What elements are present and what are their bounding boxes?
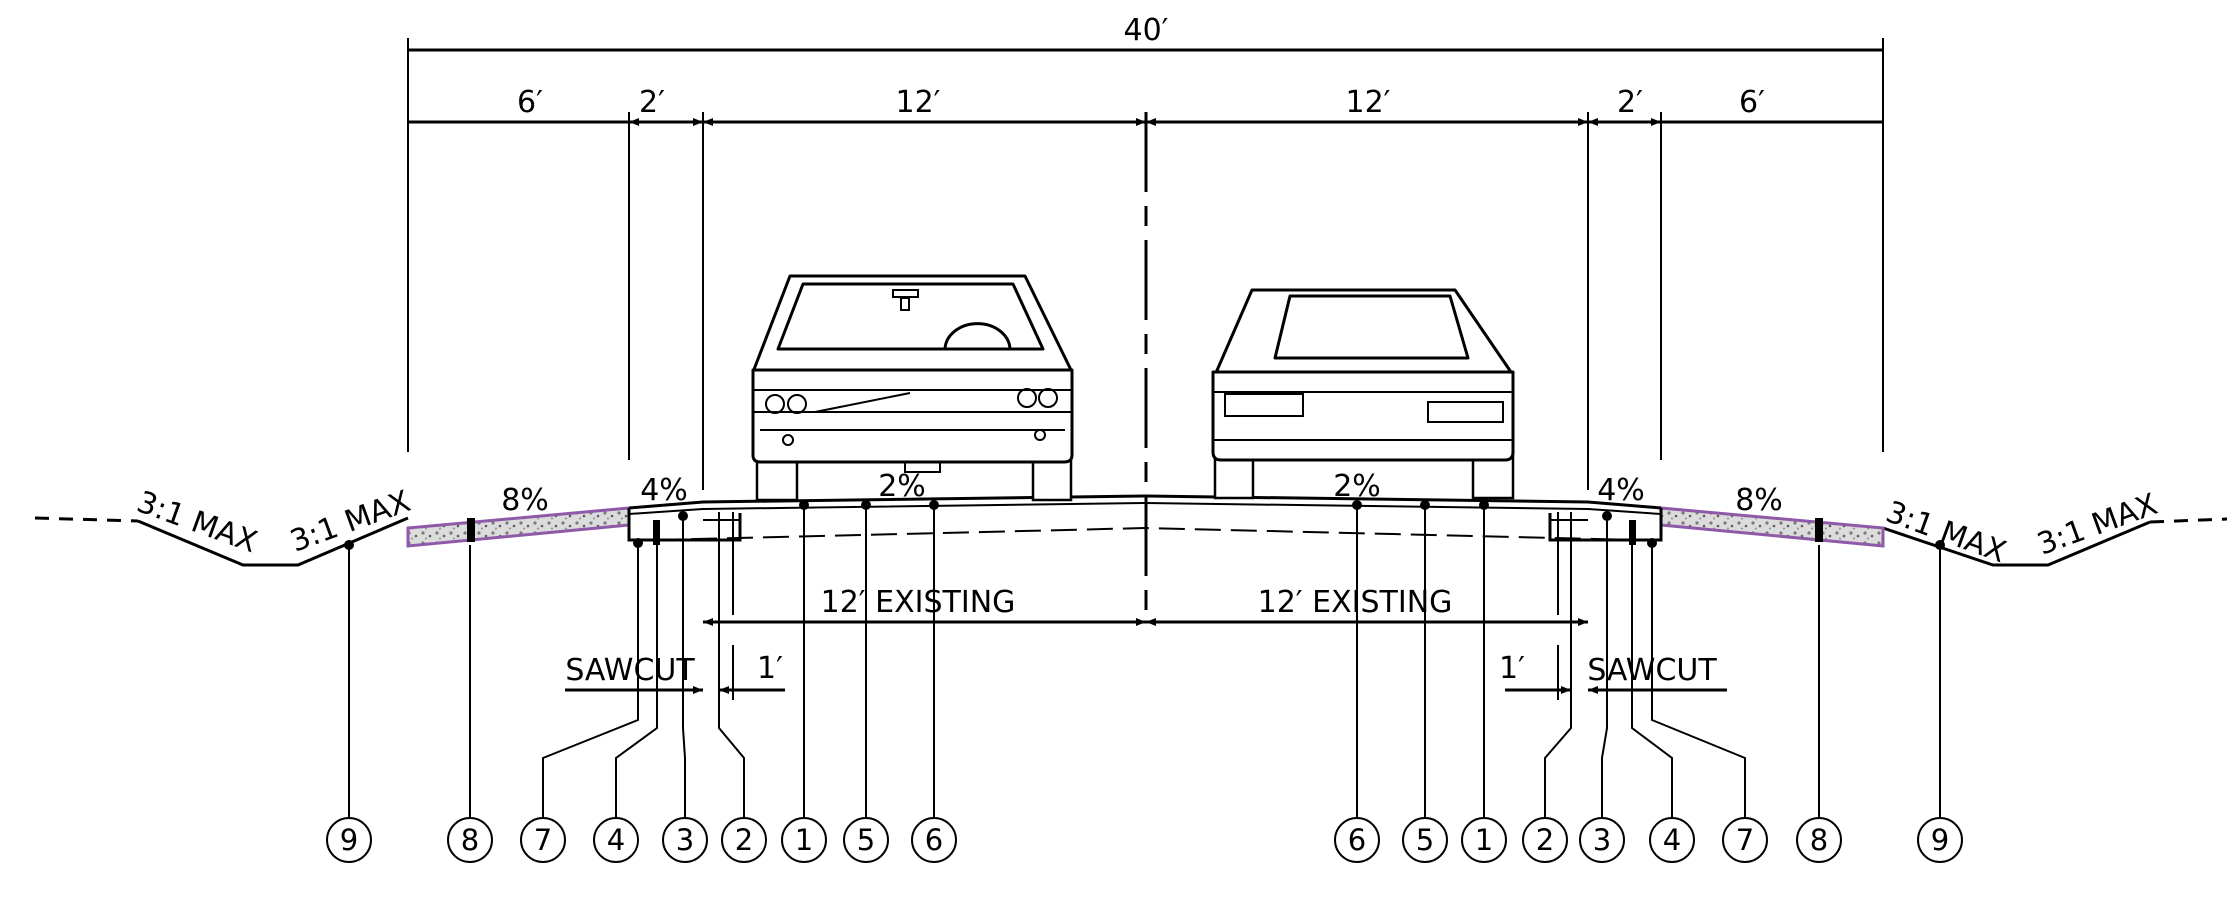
callout-right-1: 1 (1475, 823, 1493, 857)
dimension-lines (407, 38, 1884, 490)
callout-left-6: 6 (925, 823, 943, 857)
slope-left-gutter: 4% (640, 473, 688, 508)
right-shoulder-marker (1815, 518, 1823, 542)
callout-left-8: 8 (461, 823, 479, 857)
slope-left-lane: 2% (878, 469, 926, 504)
left-offset-label: 1′ (757, 651, 783, 686)
front-view-car (751, 274, 1074, 502)
slope-right-shoulder: 8% (1735, 483, 1783, 518)
callout-left-1: 1 (795, 823, 813, 857)
rear-view-car (1211, 288, 1515, 500)
overall-width-label: 40′ (1124, 13, 1169, 48)
right-offset-label: 1′ (1499, 651, 1525, 686)
callout-left-4: 4 (607, 823, 625, 857)
slope-right-lane: 2% (1333, 469, 1381, 504)
callout-right-6: 6 (1348, 823, 1366, 857)
callout-leaders (344, 500, 1945, 818)
slope-right-gutter: 4% (1597, 473, 1645, 508)
right-existing-label: 12′ EXISTING (1258, 585, 1453, 620)
left-lane-width-label: 12′ (896, 85, 941, 120)
callout-right-2: 2 (1536, 823, 1554, 857)
callouts-left: 9 8 7 4 3 2 1 5 6 (326, 817, 957, 863)
callout-right-5: 5 (1416, 823, 1434, 857)
left-shoulder-width-label: 6′ (517, 85, 543, 120)
left-existing-label: 12′ EXISTING (821, 585, 1016, 620)
slope-left-shoulder: 8% (501, 483, 549, 518)
slope-right-inner: 3:1 MAX (1881, 495, 2010, 571)
right-shoulder-width-label: 6′ (1739, 85, 1765, 120)
callout-right-8: 8 (1810, 823, 1828, 857)
callout-right-3: 3 (1593, 823, 1611, 857)
callout-right-9: 9 (1931, 823, 1949, 857)
callout-left-5: 5 (857, 823, 875, 857)
callout-right-7: 7 (1736, 823, 1754, 857)
callout-right-4: 4 (1663, 823, 1681, 857)
left-gutter-width-label: 2′ (639, 85, 665, 120)
slope-left-outer: 3:1 MAX (132, 485, 261, 561)
pavement-section (627, 494, 1663, 542)
right-gutter-width-label: 2′ (1617, 85, 1643, 120)
callouts-right: 6 5 1 2 3 4 7 8 9 (1334, 817, 1963, 863)
slope-right-outer: 3:1 MAX (2033, 487, 2162, 563)
right-lane-width-label: 12′ (1346, 85, 1391, 120)
callout-left-3: 3 (676, 823, 694, 857)
callout-left-2: 2 (735, 823, 753, 857)
callout-left-9: 9 (340, 823, 358, 857)
callout-left-7: 7 (534, 823, 552, 857)
left-sawcut-label: SAWCUT (565, 653, 695, 688)
left-shoulder-marker (467, 518, 475, 542)
